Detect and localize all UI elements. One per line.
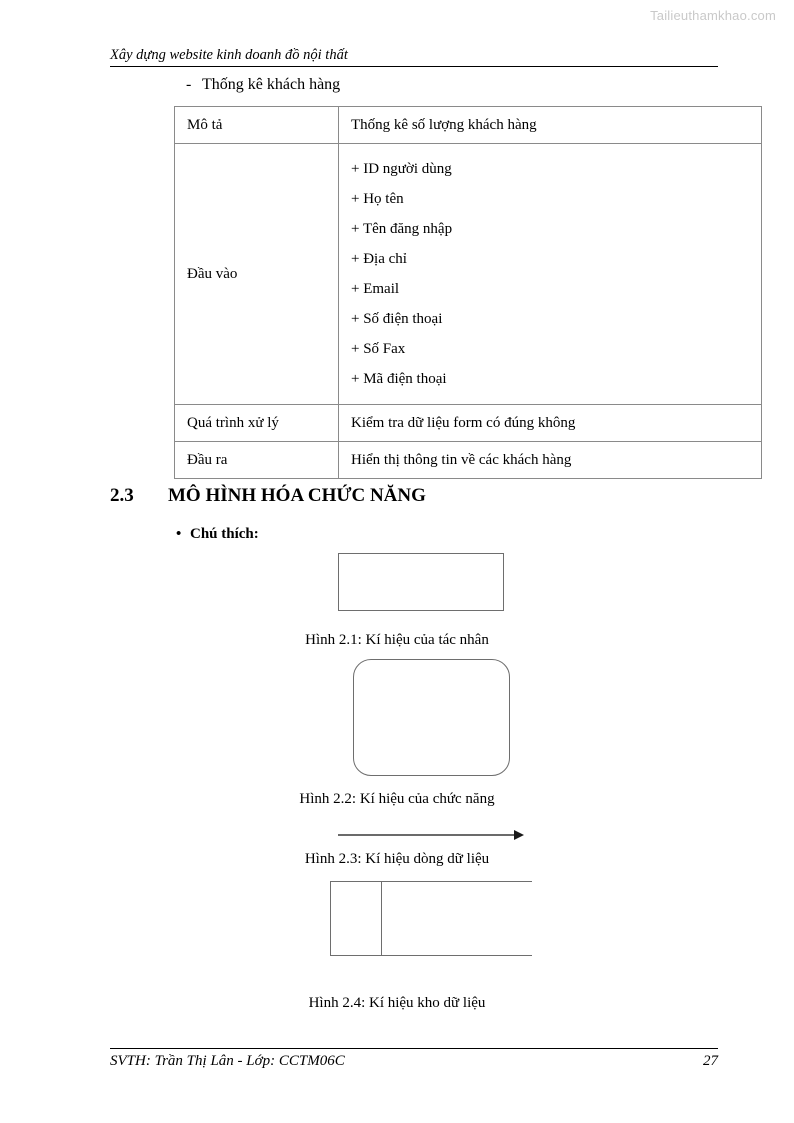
datastore-divider-line (381, 881, 382, 956)
intro-list-item-label: Thống kê khách hàng (202, 76, 341, 93)
input-line: + Mã điện thoại (351, 371, 447, 387)
note-label: Chú thích: (190, 526, 259, 542)
running-footer: SVTH: Trần Thị Lân - Lớp: CCTM06C 27 (110, 1048, 718, 1070)
dash-marker: - (186, 76, 192, 93)
figure-dataflow-symbol (338, 826, 524, 844)
datastore-top-line (330, 881, 532, 882)
table-cell-value: Hiển thị thông tin về các khách hàng (338, 441, 762, 479)
section-heading: 2.3 MÔ HÌNH HÓA CHỨC NĂNG (110, 485, 426, 507)
input-line: + ID người dùng (351, 161, 452, 177)
table-cell-label: Đầu vào (174, 143, 339, 405)
watermark: Tailieuthamkhao.com (650, 8, 776, 23)
table-row: Quá trình xử lý Kiểm tra dữ liệu form có… (174, 404, 762, 442)
input-line: + Họ tên (351, 191, 404, 207)
table-cell-value: Kiểm tra dữ liệu form có đúng không (338, 404, 762, 442)
table-row: Đầu vào + ID người dùng + Họ tên + Tên đ… (174, 143, 762, 405)
datastore-left-line (330, 881, 331, 956)
figure-datastore-symbol (330, 881, 532, 956)
running-header-title: Xây dựng website kinh doanh đồ nội thất (110, 47, 348, 63)
note-bullet-item: • Chú thích: (176, 526, 259, 543)
input-line: + Địa chỉ (351, 251, 407, 267)
section-title: MÔ HÌNH HÓA CHỨC NĂNG (168, 485, 426, 506)
table-cell-label: Quá trình xử lý (174, 404, 339, 442)
input-line: + Số Fax (351, 341, 406, 357)
figure-actor-symbol (338, 553, 504, 611)
intro-list-item: -Thống kê khách hàng (186, 76, 340, 94)
input-line: + Email (351, 281, 400, 297)
figure-process-symbol (353, 659, 510, 776)
footer-author: SVTH: Trần Thị Lân - Lớp: CCTM06C (110, 1053, 345, 1069)
datastore-bottom-line (330, 955, 532, 956)
figure-caption-2-3: Hình 2.3: Kí hiệu dòng dữ liệu (304, 851, 490, 867)
input-line: + Số điện thoại (351, 311, 443, 327)
table-row: Đầu ra Hiển thị thông tin về các khách h… (174, 441, 762, 479)
figure-caption-2-4: Hình 2.4: Kí hiệu kho dữ liệu (308, 995, 486, 1011)
arrow-right-icon (338, 830, 524, 840)
running-header: Xây dựng website kinh doanh đồ nội thất (110, 46, 718, 67)
figure-caption-2-2: Hình 2.2: Kí hiệu của chức năng (299, 791, 495, 807)
page-number: 27 (703, 1053, 718, 1069)
bullet-dot-icon: • (176, 526, 182, 542)
table-cell-label: Đầu ra (174, 441, 339, 479)
running-footer-row: SVTH: Trần Thị Lân - Lớp: CCTM06C 27 (110, 1053, 718, 1070)
table-cell-input-list: + ID người dùng + Họ tên + Tên đăng nhập… (338, 143, 762, 405)
table-row: Mô tả Thống kê số lượng khách hàng (174, 106, 762, 144)
running-header-rule (110, 66, 718, 67)
figure-caption-2-1: Hình 2.1: Kí hiệu của tác nhân (305, 632, 489, 648)
table-cell-label: Mô tả (174, 106, 339, 144)
use-case-spec-table: Mô tả Thống kê số lượng khách hàng Đầu v… (174, 106, 762, 479)
input-line: + Tên đăng nhập (351, 221, 453, 237)
section-number: 2.3 (110, 485, 134, 506)
table-cell-value: Thống kê số lượng khách hàng (338, 106, 762, 144)
running-footer-rule (110, 1048, 718, 1049)
